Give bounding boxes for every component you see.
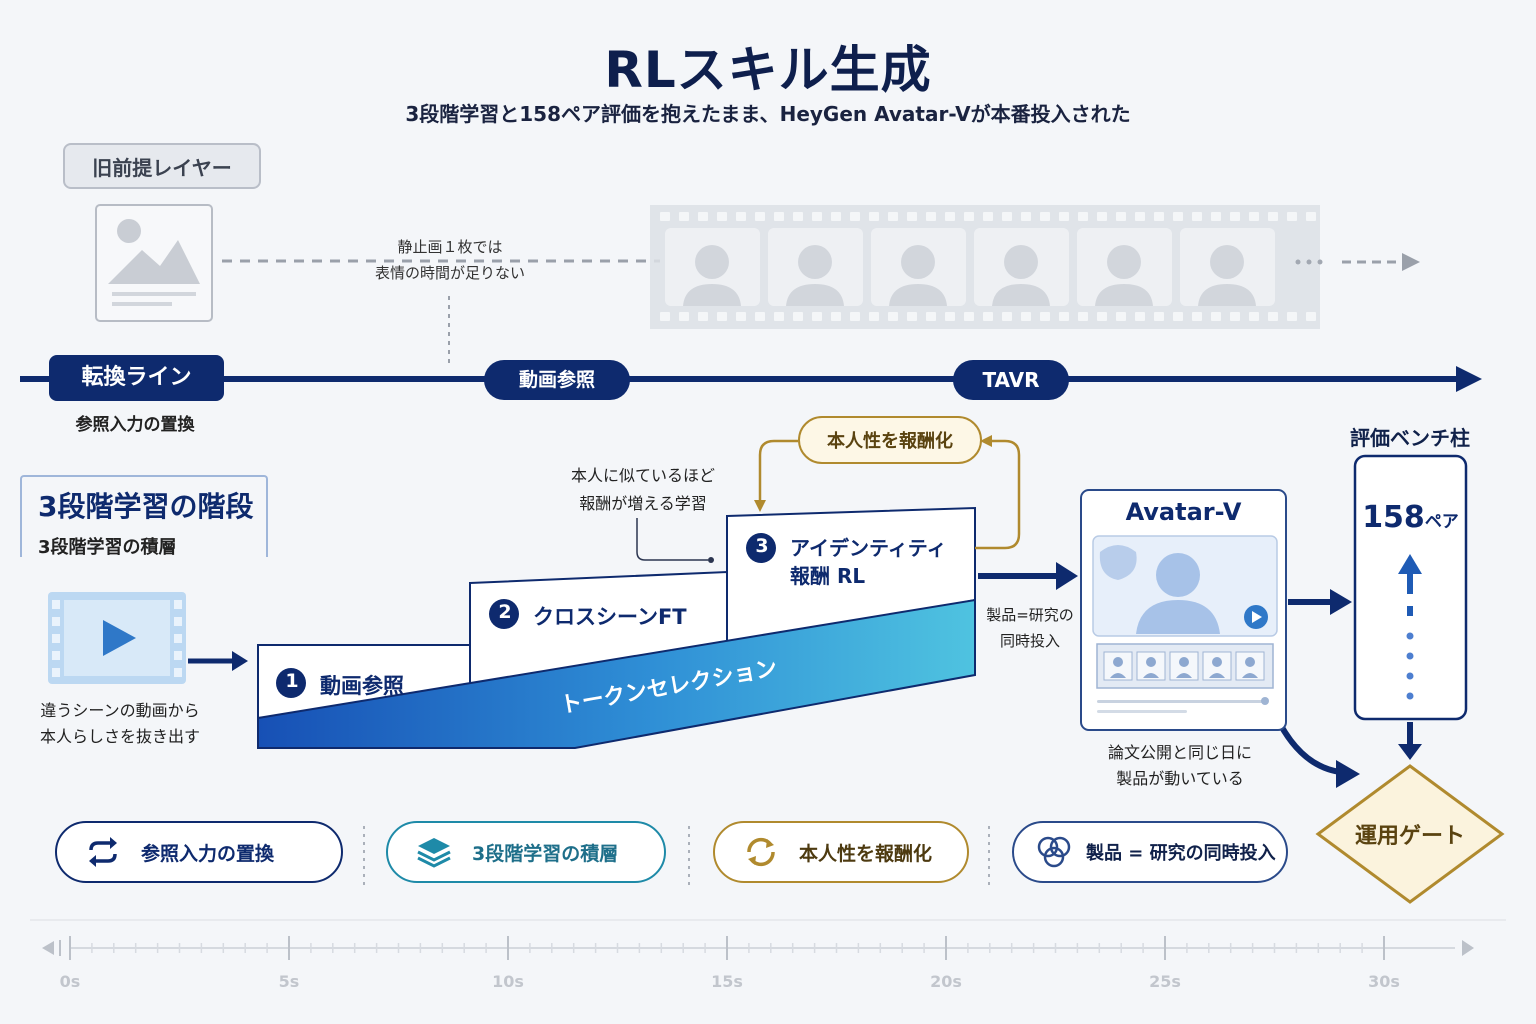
venn-icon (1037, 836, 1071, 868)
operation-gate-diamond (1315, 764, 1505, 904)
film-frame (1180, 228, 1275, 306)
bench-count: 158ペア (1362, 500, 1459, 535)
token-selection-band (257, 598, 976, 749)
product-caption: 論文公開と同じ日に 製品が動いている (1107, 743, 1252, 788)
scrubber-tick-label: 25s (1149, 972, 1181, 991)
step1-label: 動画参照 (320, 674, 404, 698)
scrub-back-icon (42, 941, 54, 955)
product-arrow-note: 製品=研究の 同時投入 (986, 606, 1074, 650)
video-input-icon (48, 592, 186, 684)
film-frame (665, 228, 760, 306)
timeline-start-caption: 参照入力の置換 (75, 415, 195, 435)
page-title: RLスキル生成 (604, 41, 932, 99)
ellipsis-icon (1295, 253, 1420, 271)
film-strip-icon (650, 205, 1320, 329)
input-caption: 違うシーンの動画から 本人らしさを抜き出す (39, 701, 200, 746)
reward-tag: 本人性を報酬化 (798, 416, 982, 464)
film-frame (768, 228, 863, 306)
layers-icon (417, 838, 451, 868)
avatar-v-card (1080, 489, 1287, 731)
page-subtitle: 3段階学習と158ペア評価を抱えたまま、HeyGen Avatar-Vが本番投入… (405, 102, 1131, 126)
timeline-end-pill: TAVR (953, 360, 1069, 400)
swap-icon (89, 837, 117, 867)
training-stairs (257, 506, 976, 749)
film-frame (1077, 228, 1172, 306)
image-placeholder-icon (95, 204, 213, 322)
stairs-subheading: 3段階学習の積層 (38, 537, 177, 558)
film-frame (974, 228, 1069, 306)
scrubber-tick-label: 15s (711, 972, 743, 991)
step2-number: 2 (498, 601, 512, 623)
bench-label: 評価ベンチ柱 (1350, 426, 1470, 450)
reward-note: 本人に似ているほど 報酬が増える学習 (570, 466, 715, 513)
operation-gate-label: 運用ゲート (1354, 824, 1465, 849)
film-frame (871, 228, 966, 306)
legend-replace-input[interactable]: 参照入力の置換 (55, 821, 343, 883)
scrubber-tick-label: 10s (492, 972, 524, 991)
legend-stacked-training[interactable]: 3段階学習の積層 (386, 821, 666, 883)
stairs-heading: 3段階学習の階段 (38, 490, 254, 523)
bench-pillar (1353, 454, 1468, 721)
legend-identity-reward[interactable]: 本人性を報酬化 (713, 821, 969, 883)
step1-number: 1 (285, 670, 299, 692)
step2-label: クロスシーンFT (533, 605, 687, 629)
stairs-heading-box: 3段階学習の階段 3段階学習の積層 (20, 475, 268, 558)
step3-label: アイデンティティ 報酬 RL (790, 536, 947, 588)
product-title: Avatar-V (1125, 498, 1242, 526)
step3-number: 3 (755, 535, 769, 557)
scrubber-tick-label: 20s (930, 972, 962, 991)
timeline-start-pill: 転換ライン (49, 355, 224, 401)
legend-product-research[interactable]: 製品 = 研究の同時投入 (1012, 821, 1288, 883)
scrubber-tick-label: 0s (59, 972, 81, 991)
time-scrubber[interactable] (42, 936, 1474, 960)
refresh-icon (747, 837, 775, 867)
timeline-mid-pill: 動画参照 (484, 360, 630, 400)
scrubber-tick-label: 5s (278, 972, 300, 991)
legacy-note: 静止画１枚では 表情の時間が足りない (374, 238, 525, 282)
scrubber-tick-label: 30s (1368, 972, 1400, 991)
timeline-arrowhead (1456, 366, 1482, 392)
scrub-forward-icon (1462, 940, 1474, 956)
legacy-layer-label: 旧前提レイヤー (63, 143, 261, 189)
